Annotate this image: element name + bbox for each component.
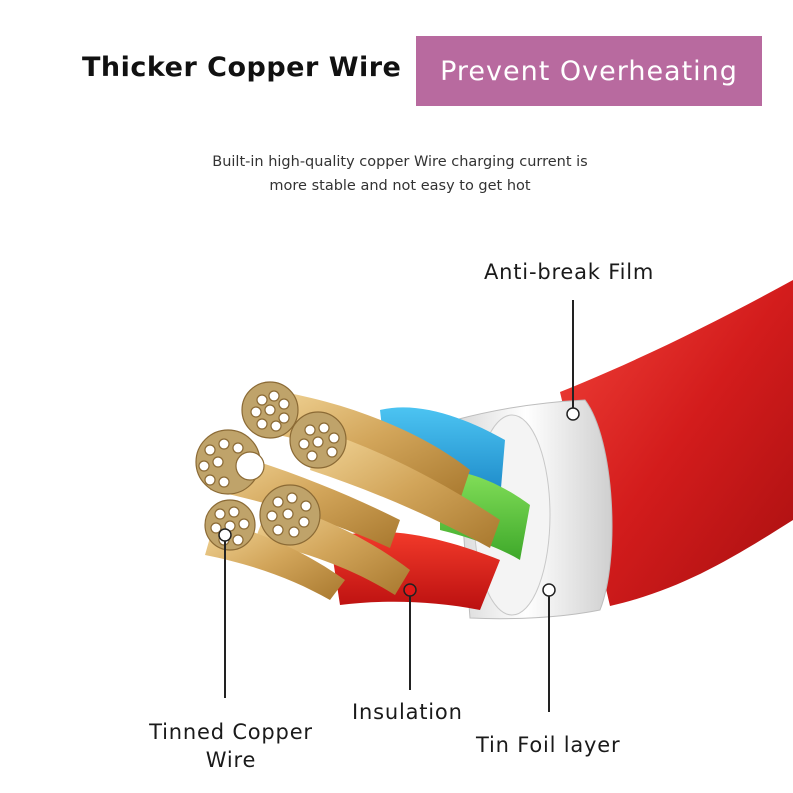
subtitle-line-2: more stable and not easy to get hot xyxy=(269,178,531,194)
callout-label-insulation: Insulation xyxy=(352,700,463,724)
callout-dot-foil xyxy=(542,583,556,597)
callout-dot-insulation xyxy=(403,583,417,597)
callout-label-tin-foil-layer: Tin Foil layer xyxy=(476,733,621,757)
subtitle: Built-in high-quality copper Wire chargi… xyxy=(150,150,650,198)
copper-strand-right xyxy=(310,430,500,548)
headline-title: Thicker Copper Wire xyxy=(82,52,402,83)
callout-label-tinned-line-1: Tinned Copper xyxy=(149,720,313,744)
strand-end-right xyxy=(289,411,347,469)
callout-dot-tinned xyxy=(218,528,232,542)
strand-end-top xyxy=(241,381,299,439)
callout-dot-film xyxy=(566,407,580,421)
subtitle-line-1: Built-in high-quality copper Wire chargi… xyxy=(212,154,588,170)
strand-end-left xyxy=(195,429,265,495)
callout-label-anti-break-film: Anti-break Film xyxy=(484,260,655,284)
overheating-tag: Prevent Overheating xyxy=(416,36,762,106)
strand-end-bottom-left xyxy=(204,499,256,551)
strand-end-center xyxy=(259,484,321,546)
callout-label-tinned-line-2: Wire xyxy=(205,748,257,772)
red-jacket xyxy=(560,280,793,606)
callout-label-tinned-copper-wire: Tinned Copper Wire xyxy=(146,718,316,774)
overheating-tag-text: Prevent Overheating xyxy=(440,55,738,87)
